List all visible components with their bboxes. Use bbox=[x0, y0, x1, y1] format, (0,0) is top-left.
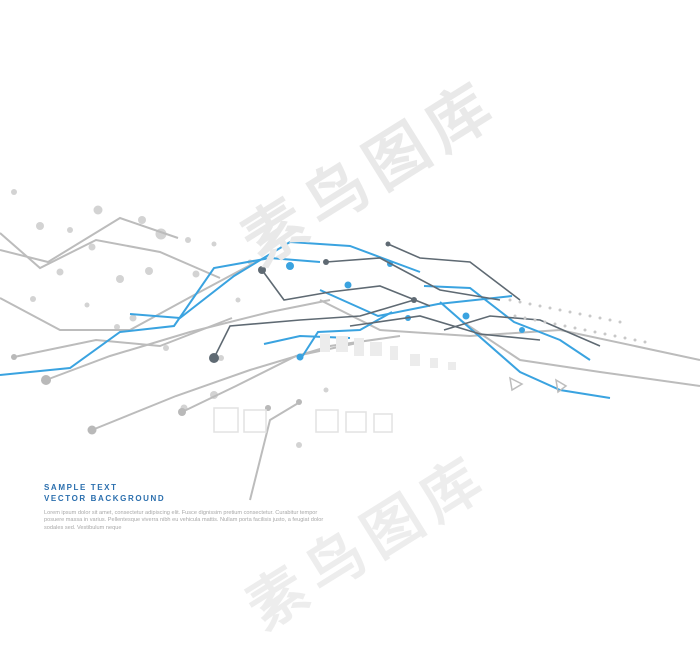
gray-line-dots bbox=[11, 354, 302, 435]
blue-circuit-lines bbox=[0, 240, 611, 399]
dark-line-dots bbox=[209, 241, 417, 363]
outline-square-blocks bbox=[213, 407, 393, 433]
halftone-dots bbox=[11, 189, 329, 448]
caption-body-text: Lorem ipsum dolor sit amet, consectetur … bbox=[44, 510, 324, 531]
pale-square-blocks bbox=[320, 334, 456, 370]
circuit-network-illustration bbox=[0, 189, 700, 501]
caption-line-1: SAMPLE TEXT bbox=[44, 483, 118, 492]
blue-line-dots bbox=[286, 261, 525, 361]
receding-dot-field bbox=[508, 298, 647, 344]
caption-line-2: VECTOR BACKGROUND bbox=[44, 494, 166, 503]
dark-circuit-lines bbox=[213, 243, 601, 359]
arrow-marks bbox=[509, 376, 568, 394]
caption-block: SAMPLE TEXT VECTOR BACKGROUND Lorem ipsu… bbox=[44, 482, 334, 532]
